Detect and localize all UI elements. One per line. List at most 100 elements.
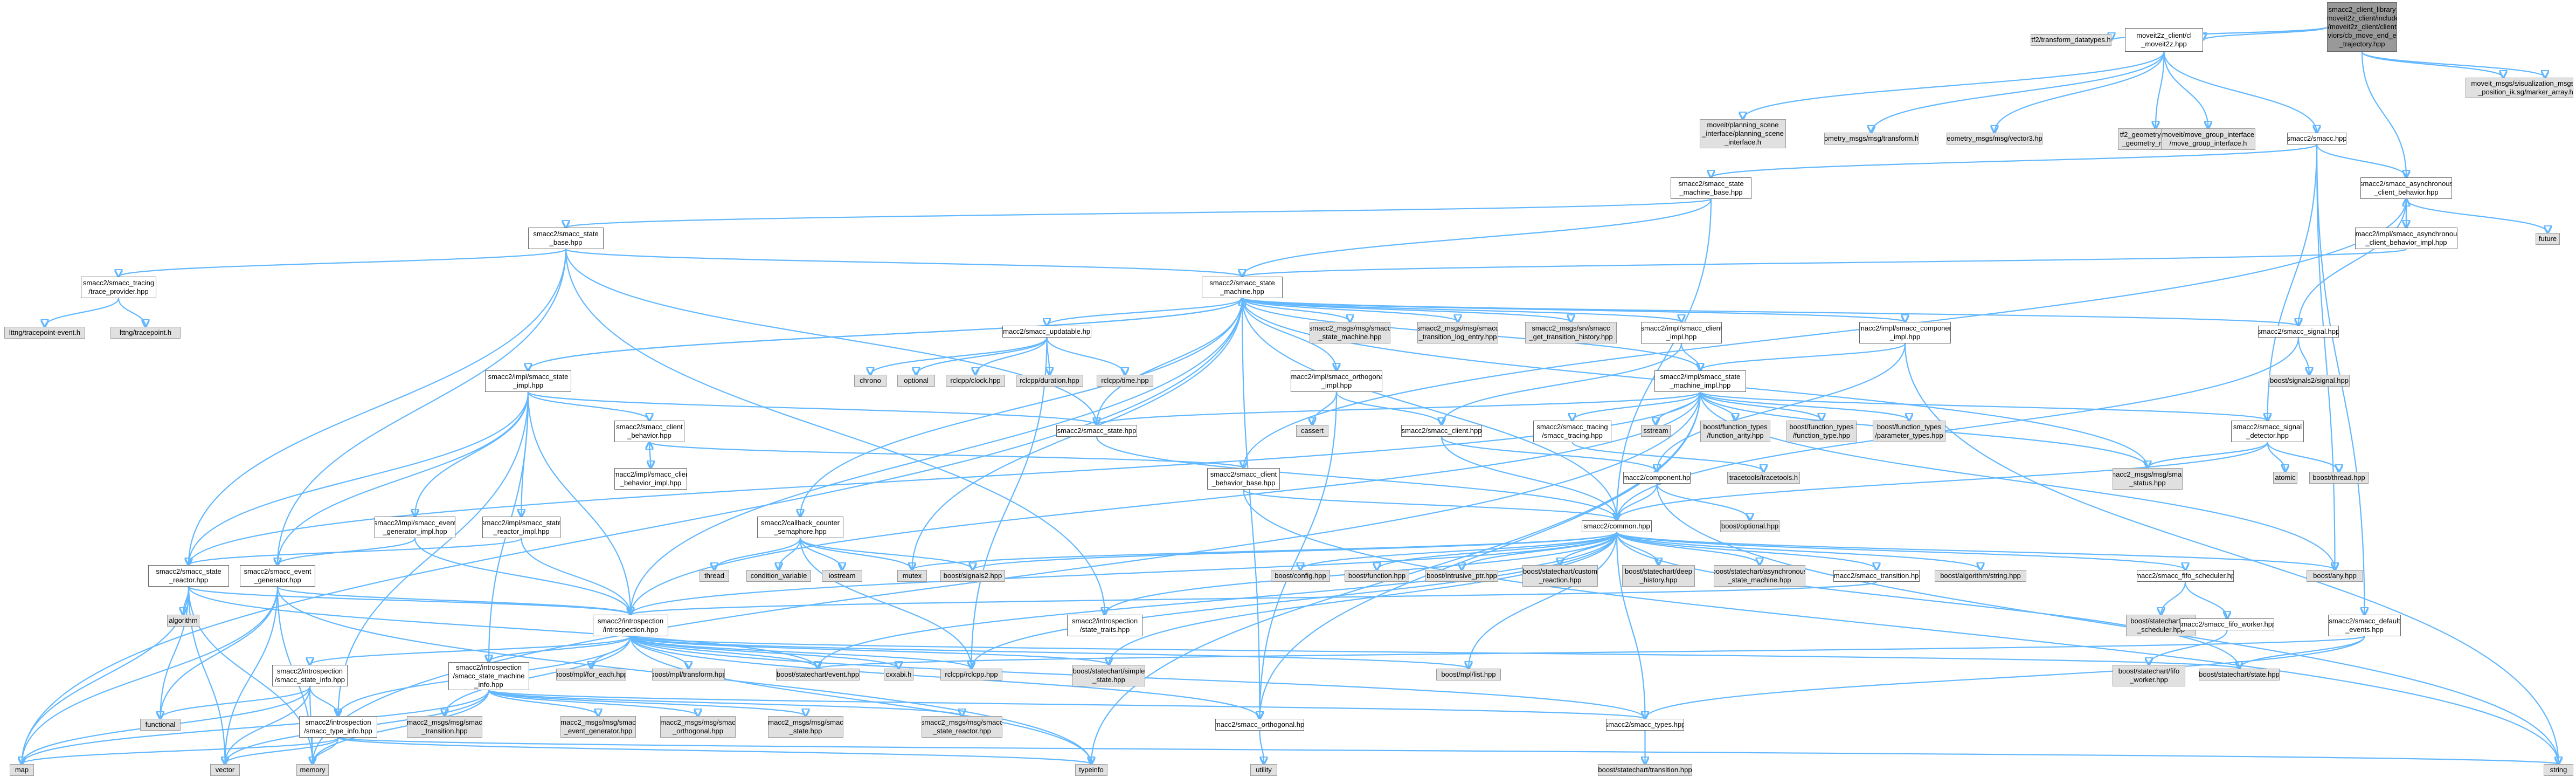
node-smacc-types[interactable]: smacc2/smacc_types.hpp [1606,719,1684,731]
node-sm-base[interactable]: smacc2/smacc_state _machine_base.hpp [1671,177,1751,199]
node-evgen[interactable]: smacc2/smacc_event _generator.hpp [240,565,315,587]
edge-state-base-to-state-machine [565,248,1242,277]
node-cb-base[interactable]: smacc2/smacc_client _behavior_base.hpp [1207,468,1280,490]
node-root[interactable]: smacc2_client_library /moveit2z_client/i… [2327,2,2397,52]
edge-common-to-smacc-types [1616,532,1645,719]
node-common[interactable]: smacc2/common.hpp [1582,520,1652,532]
node-mpl-list: boost/mpl/list.hpp [1436,669,1501,680]
node-sc-transition: boost/statechart/transition.hpp [1598,764,1692,776]
node-trace-tracing[interactable]: smacc2/smacc_tracing /smacc_tracing.hpp [1533,421,1611,442]
edge-state-machine-to-smacc-orthogonal [1241,298,1260,719]
edge-state-impl-to-client-beh [527,391,649,421]
edge-updatable-to-optional [916,337,1048,375]
node-smacc-state[interactable]: smacc2/smacc_state.hpp [1056,425,1137,437]
node-state-info[interactable]: smacc2/introspection /smacc_state_info.h… [272,665,348,686]
edge-state-info-to-vector [225,686,311,764]
node-msg-transition: smacc2_msgs/msg/smacc _transition.hpp [407,716,482,738]
node-reactor[interactable]: smacc2/smacc_state _reactor.hpp [148,565,229,587]
edge-sm-impl-to-trace-tracing [1573,391,1701,421]
edge-ortho-impl-to-smacc-orthogonal [1260,391,1338,719]
node-introspection[interactable]: smacc2/introspection /introspection.hpp [593,615,668,636]
node-smacc-transition[interactable]: smacc2/smacc_transition.hpp [1833,570,1920,582]
edge-reactor-to-map [22,586,190,764]
edge-state-machine-to-signal [1241,297,2298,326]
node-utility: utility [1250,764,1277,776]
edge-state-machine-to-msg-log [1241,297,1458,322]
node-state-traits[interactable]: smacc2/introspection /state_traits.hpp [1067,615,1142,636]
edge-sm-info-to-map [22,690,490,764]
node-smacc-hpp[interactable]: smacc2/smacc.hpp [2287,133,2346,145]
node-cb-impl[interactable]: smacc2/impl/smacc_client _behavior_impl.… [614,468,687,490]
node-tracing[interactable]: smacc2/smacc_tracing /trace_provider.hpp [81,277,156,298]
edge-sm-impl-to-smacc-state [1097,391,1701,425]
edge-moveit2z-client-to-tf2-geo [2156,51,2165,128]
node-custom-reaction: boost/statechart/custom _reaction.hpp [1522,565,1598,587]
edge-async-cb-impl-to-state-machine [1242,248,2407,277]
node-msg-evgen: smacc2_msgs/msg/smacc _event_generator.h… [560,716,636,738]
node-ortho-impl[interactable]: smacc2/impl/smacc_orthogonal _impl.hpp [1291,370,1382,392]
node-type-info[interactable]: smacc2/introspection /smacc_type_info.hp… [299,716,377,738]
node-default-events[interactable]: smacc2/smacc_default _events.hpp [2328,615,2401,636]
node-async-sm: boost/statechart/asynchronous _state_mac… [1714,565,1805,587]
node-state-base[interactable]: smacc2/smacc_state _base.hpp [528,228,604,249]
edge-root-to-msg-get-pose [2361,51,2503,78]
edge-fifo-scheduler-to-sc-fifo-sched [2161,581,2186,615]
node-map: map [10,764,34,776]
node-semaphore[interactable]: smacc2/callback_counter _semaphore.hpp [757,517,843,538]
node-boost-any: boost/any.hpp [2307,570,2363,582]
node-chrono: chrono [854,375,887,387]
edge-state-machine-to-semaphore [800,298,1243,517]
edge-root-to-tf2-transform [2111,26,2328,40]
edge-signal-to-common [1617,337,2300,520]
edge-common-to-introspection [631,532,1618,615]
node-evgen-impl[interactable]: smacc2/impl/smacc_event _generator_impl.… [375,517,455,538]
edge-state-machine-to-common [1241,298,1617,520]
edge-semaphore-to-signals2 [799,538,973,570]
node-state-machine[interactable]: smacc2/smacc_state _machine.hpp [1202,277,1283,298]
edge-moveit2z-client-to-planning-scene [1743,51,2165,119]
node-client-beh[interactable]: smacc2/smacc_client _behavior.hpp [614,421,684,442]
edge-sig-detector-to-atomic [2267,442,2286,472]
node-fifo-scheduler[interactable]: smacc2/smacc_fifo_scheduler.hpp [2137,570,2234,582]
node-msg-state: smacc2_msgs/msg/smacc _state.hpp [768,716,843,738]
edge-updatable-to-rclcpp [972,337,1048,669]
edge-common-to-mpl-list [1469,532,1618,669]
edge-evgen-impl-to-introspection [414,538,631,615]
node-comp-impl[interactable]: smacc2/impl/smacc_component _impl.hpp [1859,322,1951,343]
node-reactor-impl[interactable]: smacc2/impl/smacc_state _reactor_impl.hp… [482,517,560,538]
node-signal[interactable]: smacc2/smacc_signal.hpp [2258,326,2339,338]
edge-fifo-worker-to-sc-fifo-worker [2149,630,2228,665]
edge-default-events-to-sc-event [818,635,2365,669]
node-simple-state: boost/statechart/simple _state.hpp [1072,665,1145,686]
node-fifo-worker[interactable]: smacc2/smacc_fifo_worker.hpp [2180,618,2274,630]
node-async-cb[interactable]: smacc2/smacc_asynchronous _client_behavi… [2360,177,2452,199]
node-lttng-event: lttng/tracepoint-event.h [4,327,85,339]
node-msg-ortho: smacc2_msgs/msg/smacc _orthogonal.hpp [660,716,736,738]
node-sig-detector[interactable]: smacc2/smacc_signal _detector.hpp [2231,421,2304,442]
edge-async-cb-to-cb-base [1244,198,2407,468]
node-msg-log: smacc2_msgs/msg/smacc _transition_log_en… [1417,322,1498,343]
edge-state-machine-to-map [22,298,1243,764]
node-sm-impl[interactable]: smacc2/impl/smacc_state _machine_impl.hp… [1654,370,1746,392]
edge-state-machine-to-smacc-state [1097,298,1243,425]
edge-type-info-to-typeinfo [337,737,1092,764]
edge-moveit2z-client-to-move-group [2163,51,2208,128]
edge-common-to-algo-string [1616,532,1981,570]
node-updatable[interactable]: smacc2/smacc_updatable.hpp [1002,326,1091,338]
edge-state-impl-to-evgen [278,391,529,565]
edge-semaphore-to-iostream [799,538,842,570]
edge-smacc-hpp-to-boost-any [2316,144,2335,570]
node-moveit2z-client[interactable]: moveit2z_client/cl _moveit2z.hpp [2125,28,2203,52]
node-smacc-client[interactable]: smacc2/smacc_client.hpp [1401,425,1482,437]
node-component[interactable]: smacc2/component.hpp [1623,472,1691,484]
node-async-cb-impl[interactable]: smacc2/impl/smacc_asynchronous _client_b… [2355,228,2457,249]
node-sm-info[interactable]: smacc2/introspection /smacc_state_machin… [448,662,529,690]
node-client-impl[interactable]: smacc2/impl/smacc_client _impl.hpp [1641,322,1722,343]
edge-common-to-boost-any [1616,532,2335,570]
node-smacc-orthogonal[interactable]: smacc2/smacc_orthogonal.hpp [1215,719,1304,731]
node-msg-reactor: smacc2_msgs/msg/smacc _state_reactor.hpp [922,716,1002,738]
edge-sm-info-to-msg-reactor [488,689,962,716]
node-boost-thread: boost/thread.hpp [2309,472,2369,484]
node-state-impl[interactable]: smacc2/impl/smacc_state _impl.hpp [485,370,571,392]
